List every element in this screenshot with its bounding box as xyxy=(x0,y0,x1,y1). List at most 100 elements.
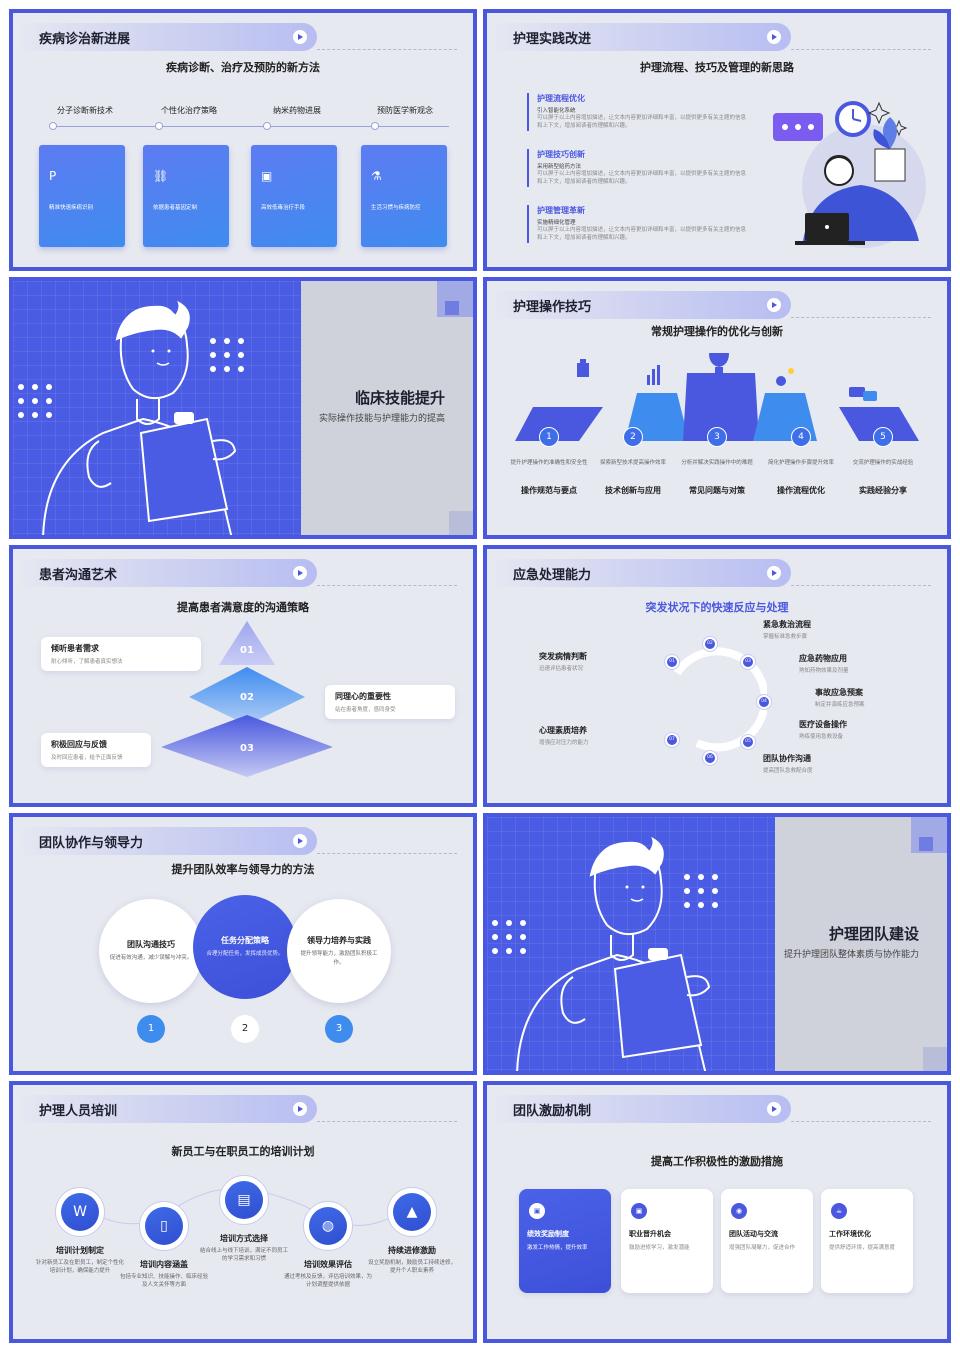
play-icon[interactable] xyxy=(767,298,781,312)
card-head: 绩效奖励制度 xyxy=(527,1230,569,1238)
slide-nursing-improvement: 护理实践改进 护理流程、技巧及管理的新思路 护理流程优化引入智能化系统可以屏于以… xyxy=(483,9,951,271)
step-desc: 分析并解决实践操作中的难题 xyxy=(681,460,753,466)
item-head: 培训效果评估 xyxy=(304,1260,352,1269)
slide-title: 护理操作技巧 xyxy=(513,300,592,315)
step-label: 操作规范与要点 xyxy=(521,486,577,495)
item-desc: 增强应对压力的能力 xyxy=(539,740,589,746)
play-icon[interactable] xyxy=(293,1102,307,1116)
item-head: 突发病情判断 xyxy=(539,652,587,661)
item-desc: 掌握标准急救步骤 xyxy=(763,634,808,640)
item-head: 事故应急预案 xyxy=(815,688,863,697)
briefcase-icon: ▤ xyxy=(225,1181,263,1219)
divider xyxy=(791,317,931,318)
incentive-card[interactable]: ◉团队活动与交流增强团队凝聚力，促进合作 xyxy=(721,1189,813,1293)
slide-header: 患者沟通艺术 xyxy=(21,559,317,587)
emergency-item: 团队协作沟通提高团队急救配合度 xyxy=(763,753,813,774)
play-icon[interactable] xyxy=(767,1102,781,1116)
level-label: 02 xyxy=(240,692,254,703)
play-icon[interactable] xyxy=(767,30,781,44)
slide-title: 护理人员培训 xyxy=(39,1104,118,1119)
ring-node: 06 xyxy=(703,751,717,765)
feature-card: ▣高效低毒治疗手段 xyxy=(251,145,337,247)
incentive-card[interactable]: ▣职业晋升机会鼓励进修学习，激发潜能 xyxy=(621,1189,713,1293)
doctor-clipboard-illustration xyxy=(492,836,718,1071)
step-label: 实践经验分享 xyxy=(859,486,907,495)
item-body: 可以屏于以上内容增加描述，让文本内容更加详细和丰富，以提供更多有关主题的信息和上… xyxy=(537,171,747,186)
item-body: 可以屏于以上内容增加描述，让文本内容更加详细和丰富，以提供更多有关主题的信息和上… xyxy=(537,115,747,130)
step-number: 5 xyxy=(873,427,893,447)
corner-square-small xyxy=(445,301,459,315)
coffee-icon: ☕ xyxy=(831,1203,847,1219)
incentive-card[interactable]: ☕工作环境优化提供舒适环境，提高满意度 xyxy=(821,1189,913,1293)
slide-clinical-cover: 临床技能提升 实际操作技能与护理能力的提高 xyxy=(9,277,477,539)
emergency-item: 突发病情判断迅速评估患者状况 xyxy=(539,651,587,672)
cover-title: 临床技能提升 xyxy=(354,389,445,407)
globe-icon: ◍ xyxy=(309,1207,347,1245)
item-desc: 熟练使用急救设备 xyxy=(799,734,844,740)
play-icon[interactable] xyxy=(293,30,307,44)
feature-card: ⛓依据患者基因定制 xyxy=(143,145,229,247)
slide-subtitle: 提高患者满意度的沟通策略 xyxy=(177,601,309,614)
corner-square xyxy=(449,511,473,535)
play-icon[interactable] xyxy=(293,566,307,580)
step-label: 技术创新与应用 xyxy=(605,486,661,495)
item-head: 护理管理革新 xyxy=(537,206,585,215)
category-label: 纳米药物进展 xyxy=(273,106,321,115)
image-icon: ▣ xyxy=(261,169,273,183)
training-item: 培训内容涵盖包括专业知识、技能操作、临床经验及人文关怀等方面 xyxy=(119,1259,209,1290)
category-label: 分子诊断新技术 xyxy=(57,106,113,115)
cover-illustration-panel xyxy=(487,817,775,1071)
strategy-number: 2 xyxy=(231,1015,259,1043)
play-icon[interactable] xyxy=(767,566,781,580)
slide-header: 护理操作技巧 xyxy=(495,291,791,319)
item-head: 培训计划制定 xyxy=(56,1246,104,1255)
person-laptop-illustration xyxy=(773,101,926,248)
step-desc: 提升护理操作的准确性和安全性 xyxy=(510,460,588,466)
item-sub: 实施精细化管理 xyxy=(537,220,576,226)
training-node: ▤ xyxy=(219,1175,269,1225)
strategy-box: 倾听患者需求耐心倾听，了解患者真实想法 xyxy=(41,637,201,671)
item-desc: 迅速评估患者状况 xyxy=(539,666,584,672)
slide-subtitle: 护理流程、技巧及管理的新思路 xyxy=(640,61,794,74)
box-desc: 耐心倾听，了解患者真实想法 xyxy=(51,659,123,665)
step-number: 2 xyxy=(623,427,643,447)
timeline-dot xyxy=(49,122,57,130)
circle-head: 团队沟通技巧 xyxy=(127,940,175,950)
card-desc: 生活习惯与疾病防控 xyxy=(371,205,421,211)
emergency-item: 紧急救治流程掌握标准急救步骤 xyxy=(763,619,811,640)
chart-icon: ▲ xyxy=(393,1193,431,1231)
ring-node: 01 xyxy=(665,655,679,669)
emergency-item: 事故应急预案制定并演练应急预案 xyxy=(815,687,865,708)
slide-subtitle: 新员工与在职员工的培训计划 xyxy=(171,1145,315,1158)
box-head: 倾听患者需求 xyxy=(51,644,99,653)
item-head: 医疗设备操作 xyxy=(799,720,847,729)
training-node: W xyxy=(55,1187,105,1237)
item-head: 培训方式选择 xyxy=(220,1234,268,1243)
slide-subtitle: 提升团队效率与领导力的方法 xyxy=(171,863,315,876)
card-desc: 激发工作热情，提升效率 xyxy=(527,1245,588,1251)
item-head: 紧急救治流程 xyxy=(763,620,811,629)
slide-title: 应急处理能力 xyxy=(513,568,592,583)
feature-card: ⚗生活习惯与疾病防控 xyxy=(361,145,447,247)
step-number: 1 xyxy=(539,427,559,447)
slide-title: 护理实践改进 xyxy=(513,32,592,47)
circle-desc: 合理分配任务，发挥成员优势。 xyxy=(206,951,284,958)
item-sub: 采用新型给药方法 xyxy=(537,164,582,170)
circle-head: 领导力培养与实践 xyxy=(307,936,371,946)
divider xyxy=(791,585,931,586)
slide-staff-training: 护理人员培训 新员工与在职员工的培训计划 W ▯ ▤ ◍ ▲ 培训计划制定针对新… xyxy=(9,1081,477,1343)
corner-square-small xyxy=(919,837,933,851)
training-node: ▯ xyxy=(139,1201,189,1251)
card-desc: 增强团队凝聚力，促进合作 xyxy=(729,1245,796,1251)
slide-header: 团队激励机制 xyxy=(495,1095,791,1123)
document-icon: P xyxy=(49,169,57,183)
list-item: 护理技巧创新采用新型给药方法可以屏于以上内容增加描述，让文本内容更加详细和丰富，… xyxy=(527,149,747,187)
strategy-number: 3 xyxy=(325,1015,353,1043)
slide-subtitle: 突发状况下的快速反应与处理 xyxy=(645,601,789,614)
play-icon[interactable] xyxy=(293,834,307,848)
emergency-item: 应急药物应用熟知药物效果及剂量 xyxy=(799,653,849,674)
incentive-card-active[interactable]: ▣绩效奖励制度激发工作热情，提升效率 xyxy=(519,1189,611,1293)
pyramid-diagram xyxy=(161,621,333,777)
item-desc: 熟知药物效果及剂量 xyxy=(799,668,849,674)
briefcase-icon: ▣ xyxy=(631,1203,647,1219)
